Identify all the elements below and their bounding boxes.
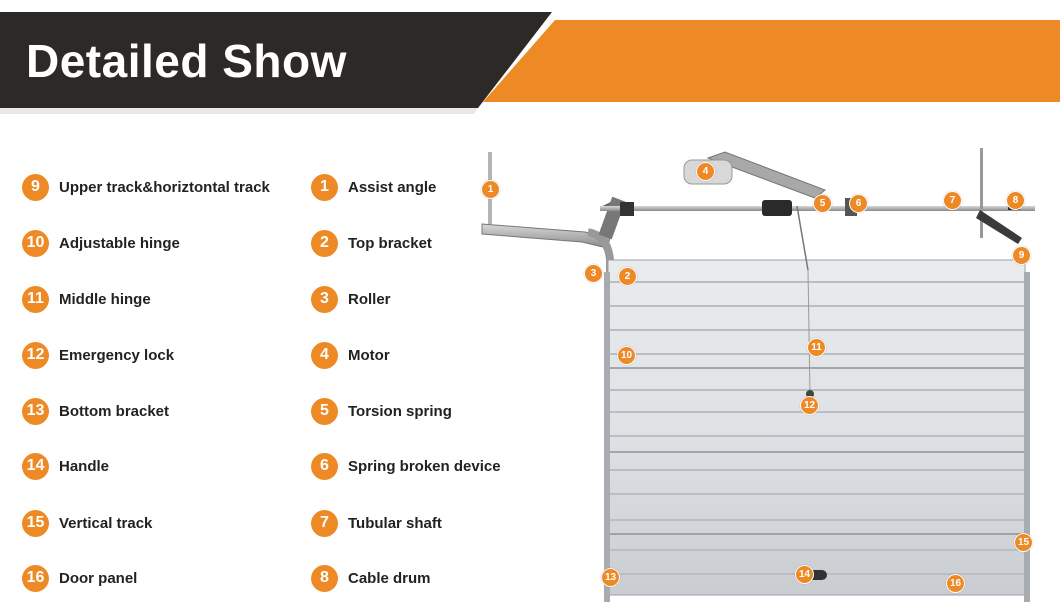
callout-spring-broken-device: 6 bbox=[849, 194, 868, 213]
door-drawing bbox=[481, 148, 1035, 602]
legend-item-handle: 14 Handle bbox=[22, 452, 109, 480]
legend-label: Upper track&horiztontal track bbox=[59, 178, 270, 196]
legend-item-motor: 4 Motor bbox=[311, 341, 390, 369]
legend-item-torsion-spring: 5 Torsion spring bbox=[311, 397, 452, 425]
callout-vertical-track: 15 bbox=[1014, 533, 1033, 552]
legend-badge: 4 bbox=[311, 341, 338, 369]
legend-badge: 2 bbox=[311, 229, 338, 257]
legend-item-emergency-lock: 12 Emergency lock bbox=[22, 341, 174, 369]
torsion-spring bbox=[762, 200, 792, 216]
legend-item-adjustable-hinge: 10 Adjustable hinge bbox=[22, 229, 180, 257]
legend-label: Tubular shaft bbox=[348, 514, 442, 532]
dark-band bbox=[0, 12, 552, 108]
emergency-cable bbox=[796, 205, 809, 271]
legend-label: Bottom bracket bbox=[59, 402, 170, 420]
garage-door-diagram: 1 4 5 6 7 8 9 3 2 10 11 12 15 13 14 16 bbox=[470, 140, 1060, 610]
callout-adjustable-hinge: 10 bbox=[617, 346, 636, 365]
legend-badge: 6 bbox=[311, 452, 338, 480]
shaft-coupler-left bbox=[620, 202, 634, 216]
callout-door-panel: 16 bbox=[946, 574, 965, 593]
callout-top-bracket: 2 bbox=[618, 267, 637, 286]
legend-badge: 11 bbox=[22, 285, 49, 313]
legend-item-upper-track: 9 Upper track&horiztontal track bbox=[22, 173, 270, 201]
legend-item-assist-angle: 1 Assist angle bbox=[311, 173, 436, 201]
callout-torsion-spring: 5 bbox=[813, 194, 832, 213]
callout-assist-angle: 1 bbox=[481, 180, 500, 199]
legend-badge: 8 bbox=[311, 564, 338, 592]
legend-item-roller: 3 Roller bbox=[311, 285, 391, 313]
legend-label: Roller bbox=[348, 290, 391, 308]
banner-shapes bbox=[0, 12, 1060, 114]
callout-motor: 4 bbox=[696, 162, 715, 181]
legend-item-top-bracket: 2 Top bracket bbox=[311, 229, 432, 257]
legend-badge: 16 bbox=[22, 564, 49, 592]
legend-label: Cable drum bbox=[348, 569, 431, 587]
legend-label: Middle hinge bbox=[59, 290, 151, 308]
callout-cable-drum: 8 bbox=[1006, 191, 1025, 210]
banner-shadow bbox=[0, 108, 478, 114]
callout-upper-track: 9 bbox=[1012, 246, 1031, 265]
legend-badge: 10 bbox=[22, 229, 49, 257]
legend-label: Assist angle bbox=[348, 178, 437, 196]
callout-middle-hinge: 11 bbox=[807, 338, 826, 357]
legend-label: Adjustable hinge bbox=[59, 234, 180, 252]
legend-label: Spring broken device bbox=[348, 457, 501, 475]
legend-badge: 9 bbox=[22, 173, 49, 201]
legend-label: Torsion spring bbox=[348, 402, 452, 420]
legend-badge: 13 bbox=[22, 397, 49, 425]
header-banner: Detailed Show bbox=[0, 0, 1060, 125]
right-hanger bbox=[980, 148, 983, 238]
legend-badge: 5 bbox=[311, 397, 338, 425]
callout-roller: 3 bbox=[584, 264, 603, 283]
callout-tubular-shaft: 7 bbox=[943, 191, 962, 210]
legend-label: Top bracket bbox=[348, 234, 432, 252]
legend-label: Vertical track bbox=[59, 514, 153, 532]
legend-label: Emergency lock bbox=[59, 346, 175, 364]
legend-label: Handle bbox=[59, 457, 110, 475]
legend-item-vertical-track: 15 Vertical track bbox=[22, 509, 152, 537]
legend-item-middle-hinge: 11 Middle hinge bbox=[22, 285, 151, 313]
callout-bottom-bracket: 13 bbox=[601, 568, 620, 587]
legend-item-bottom-bracket: 13 Bottom bracket bbox=[22, 397, 169, 425]
legend-badge: 7 bbox=[311, 509, 338, 537]
legend-item-spring-broken-device: 6 Spring broken device bbox=[311, 452, 501, 480]
callout-emergency-lock: 12 bbox=[800, 396, 819, 415]
cable-drum-bracket bbox=[976, 210, 1022, 244]
accent-band bbox=[483, 20, 1060, 102]
legend-item-cable-drum: 8 Cable drum bbox=[311, 564, 431, 592]
vertical-track-left bbox=[604, 272, 610, 602]
callout-handle: 14 bbox=[795, 565, 814, 584]
legend-badge: 12 bbox=[22, 341, 49, 369]
section-joints bbox=[610, 367, 1024, 535]
emergency-cord bbox=[807, 269, 811, 396]
vertical-track-right bbox=[1024, 272, 1030, 602]
motor-rail bbox=[706, 151, 826, 199]
legend-item-door-panel: 16 Door panel bbox=[22, 564, 137, 592]
legend-badge: 14 bbox=[22, 452, 49, 480]
legend-badge: 15 bbox=[22, 509, 49, 537]
door-panel-body bbox=[607, 259, 1026, 596]
legend-badge: 3 bbox=[311, 285, 338, 313]
legend-item-tubular-shaft: 7 Tubular shaft bbox=[311, 509, 442, 537]
legend-label: Door panel bbox=[59, 569, 138, 587]
page-title: Detailed Show bbox=[26, 35, 347, 87]
legend-label: Motor bbox=[348, 346, 390, 364]
legend-badge: 1 bbox=[311, 173, 338, 201]
